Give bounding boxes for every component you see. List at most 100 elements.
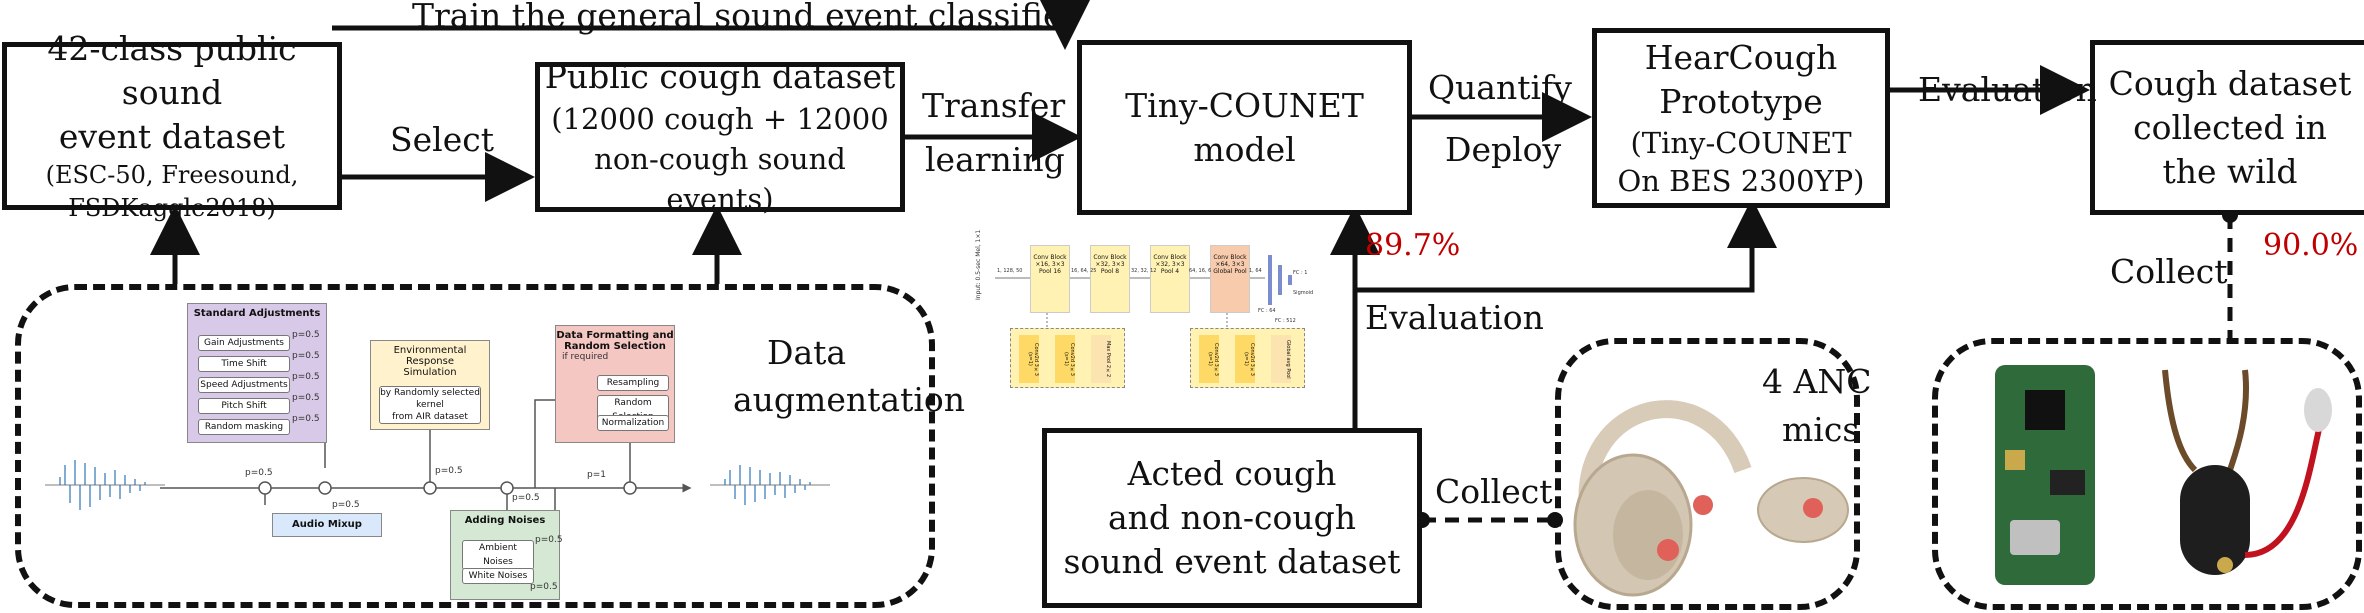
- p-label-1: p=0.5: [245, 468, 273, 478]
- conv-block-4-detail: ×64, 3×3: [1215, 261, 1245, 268]
- conv-block-1-pool: Pool 16: [1039, 268, 1061, 275]
- sub-right-1: Conv2d 3×3 (s=1): [1199, 335, 1219, 383]
- prob-mask: p=0.5: [292, 414, 320, 424]
- public-cough-line1: Public cough dataset: [544, 57, 896, 96]
- p-label-2: p=0.5: [332, 500, 360, 510]
- noises-title: Adding Noises: [464, 515, 546, 526]
- public-sound-sub1: (ESC-50, Freesound,: [45, 161, 299, 189]
- conv-block-3-detail: ×32, 3×3: [1155, 261, 1185, 268]
- white-noises-item: White Noises: [462, 568, 534, 584]
- conv-block-3-title: Conv Block: [1153, 254, 1187, 261]
- public-cough-sub2: non-cough sound events): [594, 142, 846, 216]
- network-links: [995, 255, 1292, 328]
- wild-line2: collected in: [2133, 107, 2327, 147]
- speed-adjustments-item: Speed Adjustments: [198, 377, 290, 393]
- public-cough-sub1: (12000 cough + 12000: [551, 102, 889, 136]
- dim-2: 16, 64, 25: [1071, 268, 1097, 274]
- conv-block-2-title: Conv Block: [1093, 254, 1127, 261]
- prob-time: p=0.5: [292, 351, 320, 361]
- input-waveform: [45, 460, 165, 510]
- prob-gain: p=0.5: [292, 330, 320, 340]
- prob-pitch: p=0.5: [292, 393, 320, 403]
- env-item-line1: by Randomly selected kernel: [380, 388, 480, 410]
- env-response-panel: Environmental Response Simulation by Ran…: [370, 340, 490, 430]
- gain-adjustments-item: Gain Adjustments: [198, 335, 290, 351]
- sub-left-2: Conv2d 3×3 (s=1): [1055, 335, 1075, 383]
- audio-mixup-box: Audio Mixup: [272, 513, 382, 537]
- hearcough-line1: HearCough: [1644, 38, 1838, 77]
- sub-right-2: Conv2d 3×3 (s=1): [1235, 335, 1255, 383]
- fc-64: FC : 64: [1258, 308, 1276, 314]
- public-sound-sub2: FSDKaggle2018): [68, 194, 276, 222]
- conv-block-1-title: Conv Block: [1033, 254, 1067, 261]
- public-sound-line1: 42-class public sound: [47, 29, 297, 112]
- train-label: Train the general sound event classifier: [412, 0, 1079, 35]
- conv-block-1: Conv Block ×16, 3×3 Pool 16: [1030, 245, 1070, 313]
- anc-mics-line2: mics: [1782, 410, 1860, 449]
- tiny-counet-box: Tiny-COUNET model: [1077, 40, 1412, 215]
- wild-line3: the wild: [2162, 151, 2298, 191]
- fc-1: FC : 1: [1293, 270, 1308, 276]
- wearable-device-image: [2162, 369, 2332, 575]
- env-item-line2: from AIR dataset: [392, 412, 468, 422]
- augmentation-title-line1: Data: [767, 333, 847, 372]
- conv-block-4-pool: Global Pool: [1213, 268, 1247, 275]
- fc-512: FC : 512: [1275, 318, 1296, 324]
- dim-5: 1, 64: [1249, 268, 1262, 274]
- hearcough-sub1: (Tiny-COUNET: [1630, 126, 1852, 160]
- anc-mics-line1: 4 ANC: [1762, 362, 1872, 401]
- collect-acted-label: Collect: [1435, 472, 1553, 511]
- output-waveform: [710, 465, 830, 505]
- conv-block-3: Conv Block ×32, 3×3 Pool 4: [1150, 245, 1190, 313]
- sub-right-3: Global avg Pool: [1271, 335, 1291, 383]
- transfer-label-line2: learning: [925, 140, 1065, 179]
- dim-4: 64, 16, 6: [1189, 268, 1212, 274]
- dim-3: 32, 32, 12: [1131, 268, 1157, 274]
- sum-node-4: [500, 481, 514, 495]
- tiny-counet-line1: Tiny-COUNET: [1125, 85, 1364, 125]
- acted-line1: Acted cough: [1127, 454, 1337, 493]
- p-label-4: p=0.5: [512, 493, 540, 503]
- conv-block-4: Conv Block ×64, 3×3 Global Pool: [1210, 245, 1250, 313]
- quantify-label: Quantify: [1428, 68, 1572, 107]
- sigmoid-label: Sigmoid: [1293, 290, 1314, 296]
- random-masking-item: Random masking: [198, 419, 290, 435]
- sum-node-3: [423, 481, 437, 495]
- augmentation-title-line2: augmentation: [733, 380, 965, 419]
- conv-block-2-detail: ×32, 3×3: [1095, 261, 1125, 268]
- headphones-image: [1573, 400, 1849, 597]
- public-sound-line2: event dataset: [58, 117, 286, 156]
- normalization-item: Normalization: [597, 415, 669, 431]
- dim-1: 1, 128, 50: [997, 268, 1023, 274]
- transfer-label-line1: Transfer: [922, 86, 1066, 125]
- env-title-line1: Environmental Response: [393, 345, 467, 367]
- time-shift-item: Time Shift: [198, 356, 290, 372]
- public-cough-dataset-box: Public cough dataset (12000 cough + 1200…: [535, 57, 905, 216]
- deploy-label: Deploy: [1445, 130, 1562, 169]
- wild-accuracy: 90.0%: [2263, 228, 2359, 263]
- sub-block-left: Conv2d 3×3 (s=1) Conv2d 3×3 (s=1) Max Po…: [1010, 328, 1125, 388]
- acted-line2: and non-cough: [1107, 498, 1357, 537]
- model-accuracy: 89.7%: [1365, 228, 1461, 263]
- hearcough-prototype-box: HearCough Prototype (Tiny-COUNET On BES …: [1592, 28, 1890, 208]
- sub-left-3: Max Pool 2×2: [1091, 335, 1111, 383]
- conv-block-2: Conv Block ×32, 3×3 Pool 8: [1090, 245, 1130, 313]
- evaluation-mid-label: Evaluation: [1365, 298, 1544, 337]
- sum-node-2: [318, 481, 332, 495]
- p-label-5: p=1: [587, 470, 606, 480]
- conv-block-4-title: Conv Block: [1213, 254, 1247, 261]
- ambient-noises-item: Ambient Noises: [462, 540, 534, 570]
- augmentation-region: [15, 284, 935, 608]
- wild-line1: Cough dataset: [2108, 63, 2352, 103]
- prototype-hardware-region: [1932, 338, 2362, 610]
- resampling-item: Resampling: [597, 375, 669, 391]
- env-title-line2: Simulation: [403, 367, 457, 378]
- collect-wild-label: Collect: [2110, 252, 2228, 291]
- evaluation-top-label: Evaluation: [1918, 70, 2097, 109]
- network-architecture: Input: 0.5-sec Mel, 1×1 Conv Block ×16, …: [975, 230, 1345, 400]
- hearcough-sub2: On BES 2300YP): [1617, 164, 1865, 198]
- pitch-shift-item: Pitch Shift: [198, 398, 290, 414]
- eval-to-hearcough-arrow: [1355, 198, 1777, 293]
- prob-speed: p=0.5: [292, 372, 320, 382]
